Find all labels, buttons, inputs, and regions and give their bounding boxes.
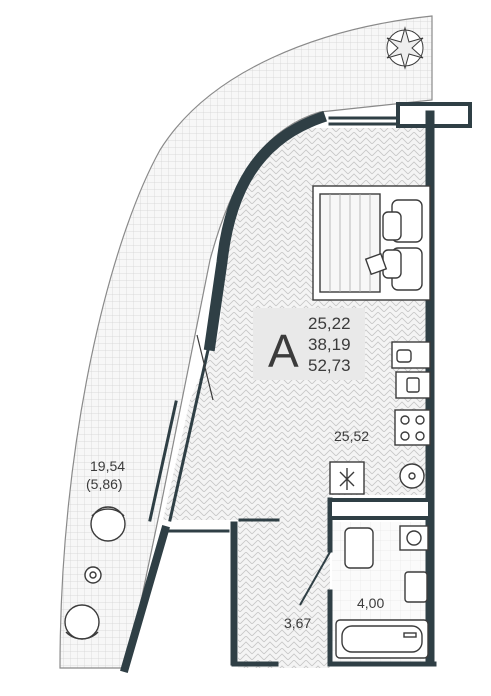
unit-label-background xyxy=(253,308,365,380)
plant-icon xyxy=(386,26,424,70)
terrace-area: 19,54 xyxy=(90,458,125,474)
balcony-door-line xyxy=(196,334,214,401)
bathroom-area: 4,00 xyxy=(357,595,384,611)
terrace-furniture xyxy=(64,506,126,640)
hallway-floor xyxy=(238,520,330,668)
unit-area-with-terrace: 52,73 xyxy=(308,356,351,375)
terrace-area-reduced: (5,86) xyxy=(86,476,123,492)
main-room-area: 25,52 xyxy=(334,428,369,444)
kitchen xyxy=(329,341,431,495)
hallway-area: 3,67 xyxy=(284,615,311,631)
bed xyxy=(312,185,431,301)
unit-letter: A xyxy=(268,325,299,377)
unit-area-living: 25,22 xyxy=(308,314,351,333)
bathroom-fixtures xyxy=(335,525,429,659)
bathroom-door-swing xyxy=(299,551,331,606)
unit-area-total: 38,19 xyxy=(308,335,351,354)
